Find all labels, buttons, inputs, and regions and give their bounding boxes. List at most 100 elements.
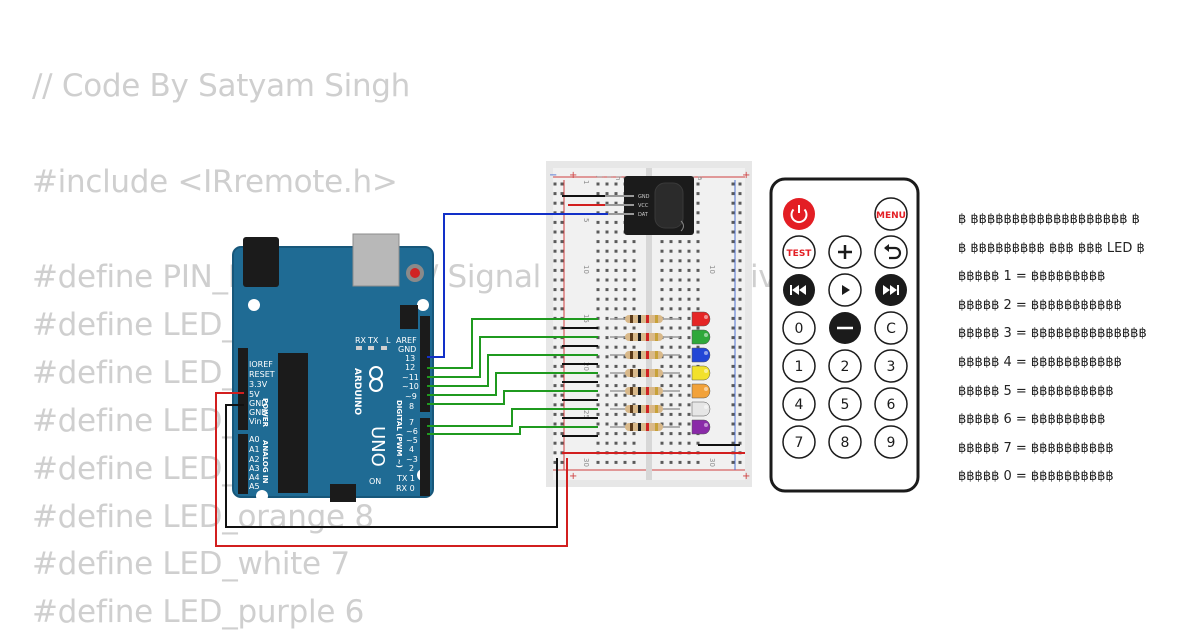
breadboard-hole [696,288,700,292]
reset-button[interactable] [406,264,424,282]
breadboard-hole [731,240,735,244]
plus-button[interactable] [828,235,862,269]
breadboard-hole [614,201,618,205]
pin-label: A3 [249,464,260,473]
signal-wire [427,390,598,405]
breadboard-hole [687,288,691,292]
breadboard-hole [553,220,557,224]
breadboard-hole [660,384,664,388]
breadboard-hole [738,201,742,205]
breadboard-hole [560,249,564,253]
resistor-band [630,315,633,323]
resistor-band [655,405,658,413]
digit-button-4[interactable]: 4 [782,387,816,421]
breadboard-hole [596,230,600,234]
breadboard-hole [553,268,557,272]
breadboard-hole [614,393,618,397]
breadboard-hole [738,259,742,263]
digit-button-6[interactable]: 6 [874,387,908,421]
test-button[interactable]: TEST [782,235,816,269]
digit-button-9[interactable]: 9 [874,425,908,459]
rx-led-label: RX [355,336,367,345]
legend-line: ฿ ฿฿฿฿฿฿฿฿฿ ฿฿฿ ฿฿฿ LED ฿ [958,240,1145,256]
digit-button-7[interactable]: 7 [782,425,816,459]
breadboard-hole [623,278,627,282]
breadboard-hole [669,374,673,378]
breadboard-hole [660,240,664,244]
breadboard-hole [738,364,742,368]
back-button[interactable] [874,235,908,269]
arduino-uno-board[interactable]: IOREF RESET 3.3V 5V GND GND Vin A0 A1 A2… [232,233,434,502]
breadboard-hole [596,240,600,244]
breadboard-hole [553,374,557,378]
previous-button[interactable] [783,274,815,306]
breadboard-hole [614,384,618,388]
breadboard-hole [696,297,700,301]
minus-button[interactable] [829,312,861,344]
breadboard-hole [696,345,700,349]
breadboard-hole [669,259,673,263]
resistor-band [638,387,641,395]
breadboard-hole [731,403,735,407]
pin-label: 8 [409,402,414,411]
breadboard-hole [623,364,627,368]
legend-line: ฿ ฿฿฿฿฿฿฿฿฿฿฿฿฿฿฿฿฿฿฿ ฿ [958,212,1140,227]
breadboard-hole [669,268,673,272]
rail-minus: − [549,170,557,181]
breadboard-hole [605,384,609,388]
breadboard-hole [614,230,618,234]
pin-label: GND [249,399,267,408]
breadboard-hole [669,441,673,445]
breadboard-hole [560,220,564,224]
digit-button-5[interactable]: 5 [828,387,862,421]
breadboard-hole [678,240,682,244]
breadboard-hole [553,364,557,368]
power-wire [215,392,568,547]
pin-label: ~9 [405,392,417,401]
breadboard-hole [738,211,742,215]
next-button[interactable] [875,274,907,306]
breadboard-hole [696,249,700,253]
led [691,347,711,363]
breadboard-hole [660,259,664,263]
pin-label: A0 [249,435,260,444]
breadboard-hole [696,220,700,224]
breadboard-hole [687,374,691,378]
breadboard-hole [678,403,682,407]
breadboard-hole [731,192,735,196]
signal-wire [427,372,598,396]
clear-button[interactable]: C [874,311,908,345]
pin-label: RX 0 [396,484,415,493]
breadboard-hole [560,201,564,205]
ir-remote[interactable]: MENU TEST [769,177,920,493]
ir-pin-label: GND [638,194,650,200]
play-button[interactable] [828,273,862,307]
resistor [625,423,663,431]
digit-button-8[interactable]: 8 [828,425,862,459]
digit-button-0[interactable]: 0 [782,311,816,345]
breadboard-hole [738,268,742,272]
remote-key-legend: ฿ ฿฿฿฿฿฿฿฿฿฿฿฿฿฿฿฿฿฿฿ ฿ ฿ ฿฿฿฿฿฿฿฿฿ ฿฿฿ … [958,206,1147,492]
menu-button[interactable]: MENU [874,197,908,231]
pin-label: 3.3V [249,380,268,389]
breadboard-hole [596,192,600,196]
resistor-band [655,315,658,323]
pin-label: GND [249,408,267,417]
breadboard-hole [560,384,564,388]
ir-receiver-module[interactable]: GND VCC DAT [605,176,694,235]
breadboard-hole [614,432,618,436]
digit-button-2[interactable]: 2 [828,349,862,383]
breadboard-hole [553,259,557,263]
digit-button-1[interactable]: 1 [782,349,816,383]
breadboard-hole [731,326,735,330]
power-button[interactable] [783,198,815,230]
breadboard-hole [738,249,742,253]
breadboard-hole [660,422,664,426]
svg-text:2: 2 [841,359,850,375]
breadboard-hole [632,384,636,388]
breadboard-hole [553,345,557,349]
dc-jack [243,237,279,287]
breadboard-hole [560,393,564,397]
digit-button-3[interactable]: 3 [874,349,908,383]
breadboard-hole [605,182,609,186]
